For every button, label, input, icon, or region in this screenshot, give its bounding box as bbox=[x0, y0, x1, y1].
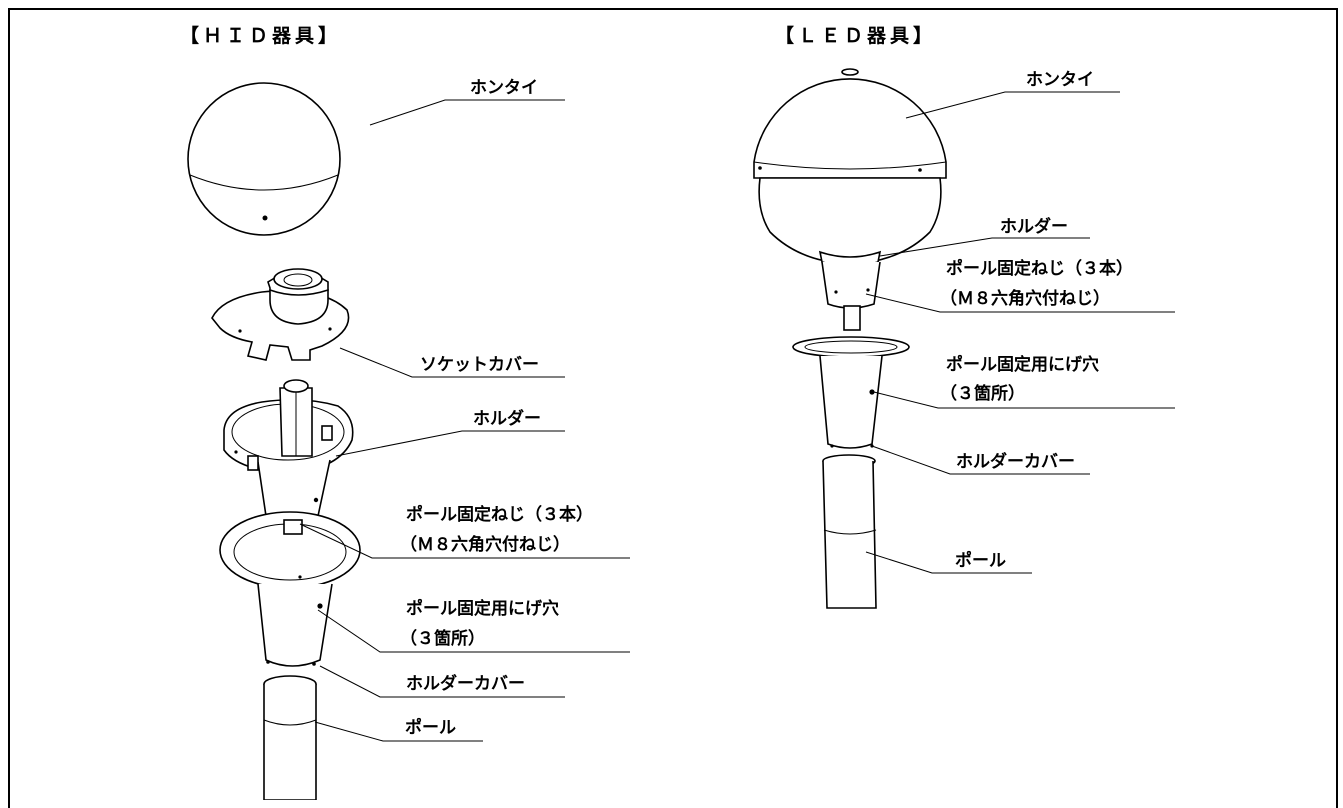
led-fixture: 【ＬＥＤ器具】 bbox=[753, 24, 1175, 609]
led-label-pole-screw-spec: （Ｍ８六角穴付ねじ） bbox=[940, 288, 1110, 309]
led-holder-cover bbox=[792, 336, 910, 449]
hid-label-hontai: ホンタイ bbox=[470, 78, 538, 98]
hid-label-pole: ポール bbox=[405, 717, 456, 738]
hid-label-holder: ホルダー bbox=[473, 408, 541, 429]
led-globe bbox=[753, 68, 947, 267]
hid-holder-cover bbox=[219, 511, 361, 667]
hid-holder bbox=[223, 379, 354, 522]
hid-label-socket-cover: ソケットカバー bbox=[420, 355, 539, 375]
led-holder bbox=[821, 261, 881, 331]
hid-fixture: 【ＨＩＤ器具】 bbox=[180, 24, 630, 800]
led-title: 【ＬＥＤ器具】 bbox=[775, 24, 936, 47]
led-label-holder: ホルダー bbox=[1000, 216, 1068, 237]
led-label-pole: ポール bbox=[955, 550, 1006, 571]
led-label-pole-screw: ポール固定ねじ（３本） bbox=[946, 258, 1133, 279]
hid-pole bbox=[263, 675, 317, 800]
led-label-escape-hole-count: （３箇所） bbox=[940, 383, 1025, 404]
hid-label-escape-hole-count: （３箇所） bbox=[400, 628, 485, 649]
led-label-escape-hole: ポール固定用にげ穴 bbox=[946, 354, 1099, 375]
hid-label-holder-cover: ホルダーカバー bbox=[406, 673, 525, 694]
led-label-hontai: ホンタイ bbox=[1026, 70, 1094, 90]
hid-label-escape-hole: ポール固定用にげ穴 bbox=[406, 598, 559, 619]
hid-label-pole-screw-spec: （Ｍ８六角穴付ねじ） bbox=[400, 534, 570, 555]
hid-globe bbox=[187, 82, 341, 236]
hid-socket-cover bbox=[211, 268, 350, 361]
led-label-holder-cover: ホルダーカバー bbox=[956, 451, 1075, 472]
diagram-frame bbox=[8, 8, 1338, 808]
hid-title: 【ＨＩＤ器具】 bbox=[180, 24, 341, 47]
hid-label-pole-screw: ポール固定ねじ（３本） bbox=[406, 504, 593, 525]
led-pole bbox=[822, 454, 877, 609]
